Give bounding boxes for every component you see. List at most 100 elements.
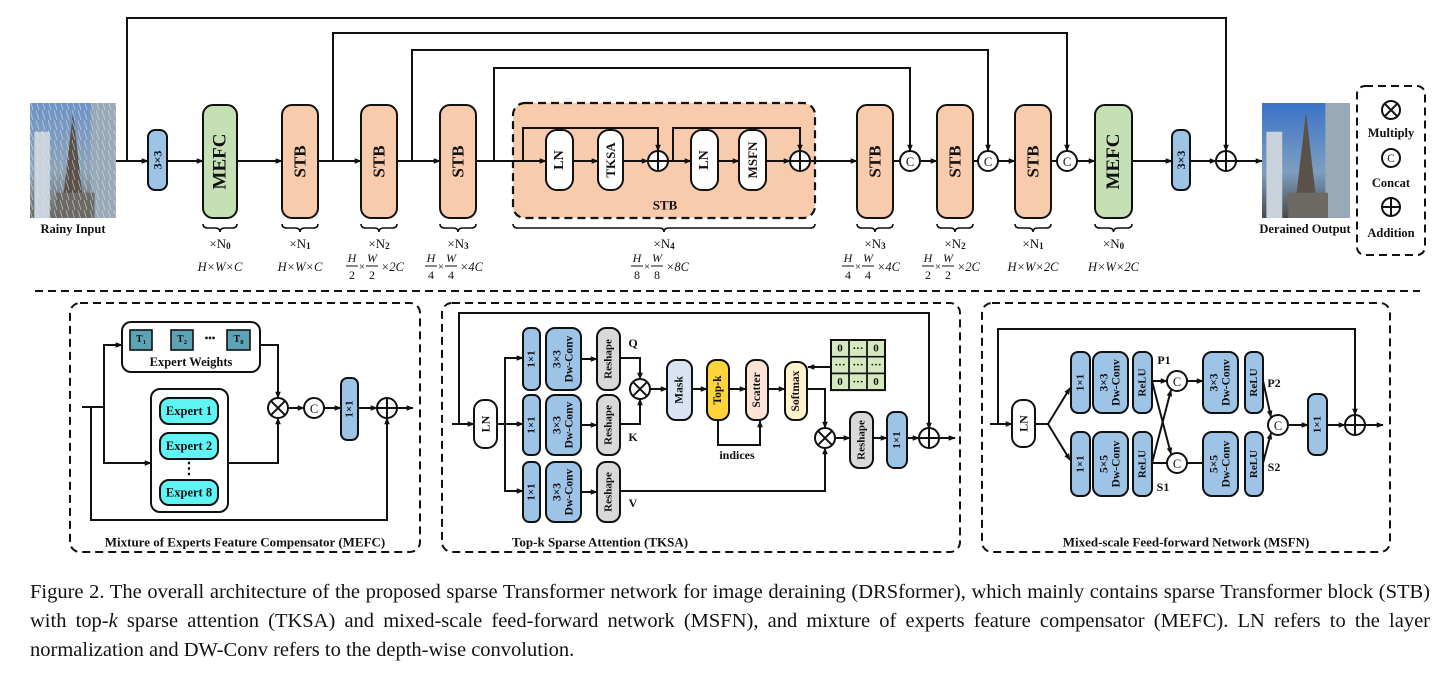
fraction-denominator: 2 [945,268,951,282]
ln-block-1-shape [545,129,574,191]
times-sign: × [644,261,650,273]
dwconv3x3-block-2-label: Dw-Conv [1221,359,1233,406]
conv1x1-block-shape [1070,351,1091,414]
label-subscript: 1 [143,339,146,346]
legend-concat: Concat [1372,176,1411,190]
legend-multiply: Multiply [1368,126,1415,140]
matrix-cell-value: 0 [837,376,843,388]
mefc-block-encoder-label: MEFC [210,134,231,190]
concat-symbol: C [984,155,992,169]
mefc-block-decoder-label: MEFC [1103,134,1124,190]
fraction-numerator: H [923,251,934,265]
mask-block-label: Mask [674,376,686,404]
ln-block-2: LN [690,129,719,191]
repeat-count: ×N1 [1022,236,1044,252]
caption-text-2: sparse attention (TKSA) and mixed-scale … [30,610,1431,661]
repeat-prefix: ×N [368,236,385,251]
connector-arrow [1151,389,1173,464]
scatter-block-label: Scatter [751,372,763,407]
fraction-denominator: 4 [865,268,871,282]
caption-k: k [108,610,118,632]
fraction-denominator: 2 [349,268,355,282]
relu-block-2-label: ReLU [1248,450,1260,478]
topk-block: Top-k [706,359,730,421]
expert-weight-token [129,329,153,351]
dwconv5x5-block-2-label: 5×5 [1208,455,1220,473]
token-label: T1 [136,334,146,346]
repeat-prefix: ×N [447,236,464,251]
feature-dims: H×W×2C [1087,260,1140,274]
fraction-numerator: W [446,251,457,265]
tksa-panel-title: Top-k Sparse Attention (TKSA) [512,535,688,550]
fraction-denominator: 4 [428,268,434,282]
p2-label: P2 [1267,376,1280,390]
stb-block-encoder-3: STB [439,104,477,219]
expert-weight-token [170,329,194,351]
addition-icon [789,150,811,172]
repeat-count: ×N1 [289,236,311,252]
times-sign: × [935,261,941,273]
conv1x1-block-label: 1×1 [526,350,538,367]
fraction-numerator: W [652,251,663,265]
conv1x1-block: 1×1 [522,461,541,523]
dwconv3x3-block-label: 3×3 [1098,373,1110,391]
concat-symbol: C [310,402,318,416]
msfn-block-label: MSFN [745,141,760,178]
fraction-numerator: H [843,251,854,265]
connector-arrow [260,344,281,399]
concat-icon: C [1056,150,1078,172]
matrix-cell-value: ··· [852,342,863,354]
conv1x1-block-out-label: 1×1 [891,431,903,448]
conv3x3-block-in: 3×3 [147,129,168,191]
multiply-icon [267,397,289,419]
repeat-count: ×N4 [653,236,675,252]
skip-connection [126,17,1229,161]
residual-connection [672,127,803,161]
conv1x1-block-label: 1×1 [526,416,538,433]
skip-connection [332,32,1070,161]
label-main: T [234,334,241,345]
msfn-panel-title: Mixed-scale Feed-forward Network (MSFN) [1063,535,1310,550]
connector-arrow [1047,423,1071,461]
expert-block: Expert 2 [159,432,219,460]
connector-arrow [103,407,152,466]
relu-block-2: ReLU [1244,351,1264,414]
stb-block-encoder-3-label: STB [449,145,468,177]
conv1x1-block-label: 1×1 [526,483,538,500]
conv1x1-block-shape [1070,431,1091,497]
expert-dots: ⋮ [181,461,197,478]
dwconv3x3-block-label: 3×3 [551,483,563,501]
connector-arrow [620,357,643,380]
dwconv3x3-block-2-shape [1202,351,1239,414]
relu-block-label: ReLU [1137,450,1149,478]
derained-output-label: Derained Output [1259,222,1351,236]
repeat-brace [439,223,477,233]
reshape-block: Reshape [596,461,621,523]
stb-block-encoder-3-shape [439,104,477,219]
residual-connection [90,407,390,521]
repeat-brace [856,223,894,233]
connector-arrow [620,447,828,492]
stb-block-decoder-3: STB [856,104,894,219]
concat-icon: C [1166,452,1188,474]
feature-dims: H×W×C [277,260,323,274]
reshape-block-out-shape [849,411,874,469]
ln-block-1: LN [545,129,574,191]
concat-symbol: C [906,155,914,169]
mefc-block-encoder: MEFC [202,104,238,219]
connector-arrow [228,417,281,464]
mask-block: Mask [666,359,693,421]
tksa-block-shape [597,129,624,191]
label-main: T [177,334,184,345]
feature-dims-channels: ×8C [666,260,690,274]
ln-block-2-label: LN [697,150,712,169]
repeat-subscript: 3 [881,241,886,251]
key-label: K [628,430,638,444]
repeat-brace [1094,223,1133,233]
repeat-brace [360,223,398,233]
matrix-cell-value: 0 [837,342,843,354]
addition-icon [918,427,940,449]
